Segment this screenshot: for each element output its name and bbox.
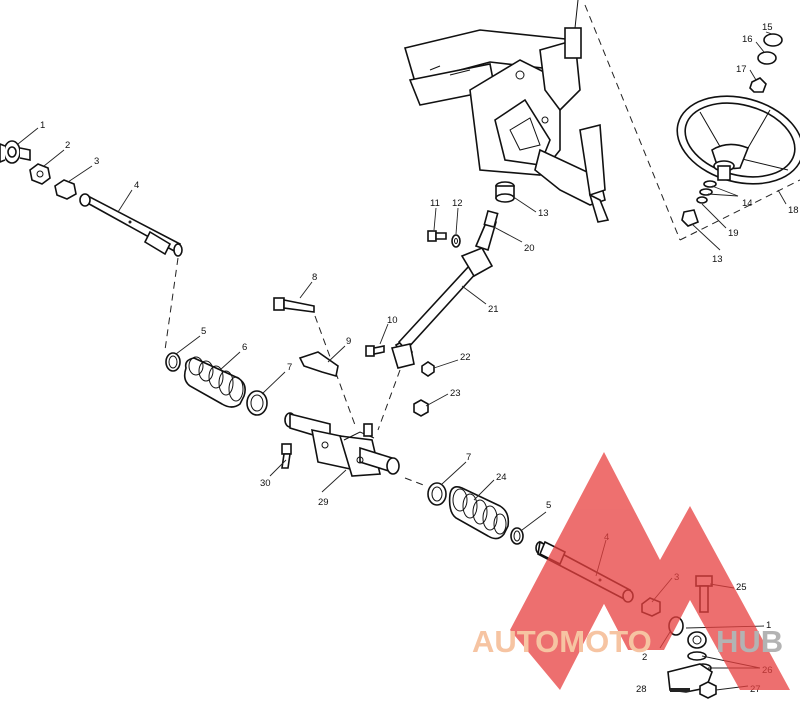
wheel-hardware [681,33,783,227]
callout-12: 12 [452,198,463,209]
nut-27 [699,681,717,699]
callout-23: 23 [450,388,461,399]
callout-16: 16 [742,34,753,45]
nut-left [54,179,77,200]
callout-21: 21 [488,304,499,315]
tie-rod-left [79,193,183,257]
tie-rod-end-left [0,140,31,164]
bracket-9 [298,351,339,378]
watermark-triangle-icon [510,452,790,690]
jam-nut-left [29,163,51,185]
callout-2-right: 2 [642,652,647,663]
locator-line [584,4,681,241]
callout-5-right: 5 [546,500,551,511]
callout-18: 18 [788,205,799,216]
callout-6: 6 [242,342,247,353]
callout-10: 10 [387,315,398,326]
frame-assembly [403,0,610,223]
callout-19: 19 [728,228,739,239]
callout-1: 1 [40,120,45,131]
clamp-left-large [246,390,268,416]
callout-13-upper: 13 [538,208,549,219]
locator-line [679,179,800,241]
callout-22: 22 [460,352,471,363]
watermark-inner-triangle [580,604,628,650]
nut-22 [421,361,435,377]
callout-5: 5 [201,326,206,337]
watermark-text-hub: HUB [716,624,783,659]
steering-rack [284,412,400,477]
bolt-10 [365,345,385,357]
locator-line [314,315,356,426]
nut-23 [413,399,429,417]
boot-left [183,356,246,408]
callout-1-right: 1 [766,620,771,631]
bolt-11 [427,230,447,242]
callout-20: 20 [524,243,535,254]
callout-9: 9 [346,336,351,347]
callout-8: 8 [312,272,317,283]
callout-24: 24 [496,472,507,483]
callout-7: 7 [287,362,292,373]
watermark-logo: AUTOMOTO HUB [472,452,790,690]
callout-4: 4 [134,180,139,191]
callout-17: 17 [736,64,747,75]
callout-11: 11 [430,198,440,209]
callout-15: 15 [762,22,773,33]
bushing-13 [495,181,515,203]
locator-line [164,257,179,351]
steering-wheel [676,95,800,185]
locator-line [404,477,427,487]
bolt-8 [273,297,315,313]
washer-12 [451,234,461,248]
callout-14: 14 [742,198,753,209]
boot-right [448,486,510,540]
bolt-30 [281,443,292,469]
callout-13-wheel: 13 [712,254,723,265]
callout-28: 28 [636,684,647,695]
callout-7-right: 7 [466,452,471,463]
clamp-right-5 [510,527,524,545]
watermark-text-automoto: AUTOMOTO [472,624,652,659]
clamp-left [165,352,181,372]
callout-30: 30 [260,478,271,489]
locator-line [377,369,401,431]
clamp-right-7 [427,482,447,506]
callout-25: 25 [736,582,747,593]
callout-29: 29 [318,497,329,508]
callout-2: 2 [65,140,70,151]
callout-3: 3 [94,156,99,167]
steering-shaft [390,209,499,369]
